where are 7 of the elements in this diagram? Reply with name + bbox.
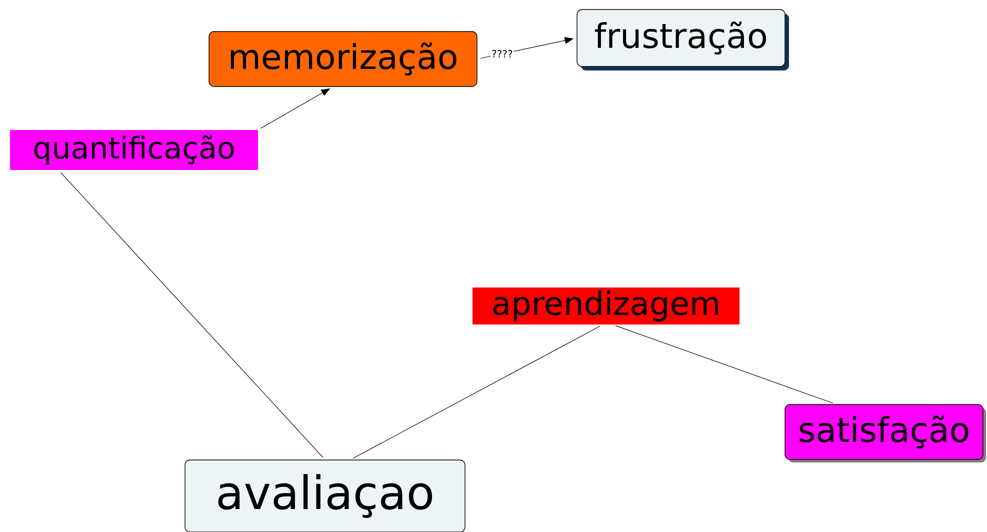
concept-box: satisfação bbox=[784, 404, 986, 462]
edge-label: ???? bbox=[490, 49, 514, 58]
concept-label: aprendizagem bbox=[472, 288, 740, 324]
concept-box: frustração bbox=[576, 9, 789, 70]
concept-label: quantificação bbox=[10, 130, 258, 170]
concept-box: avaliaçao bbox=[184, 460, 466, 532]
concept-box: memorização bbox=[208, 31, 478, 87]
